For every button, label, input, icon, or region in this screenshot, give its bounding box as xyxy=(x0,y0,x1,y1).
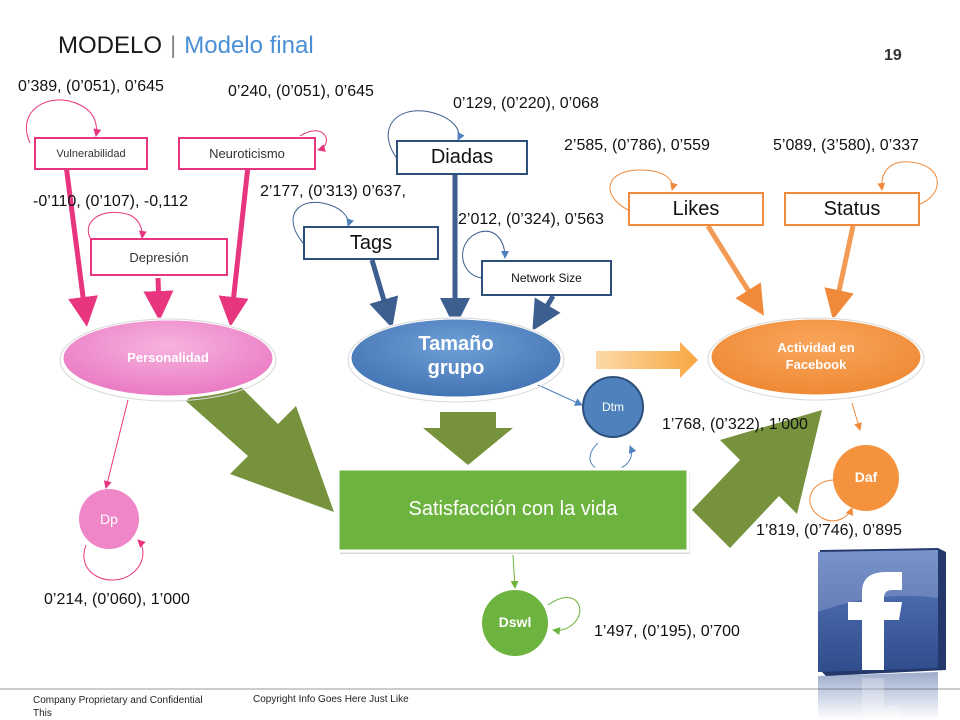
coef-dp: 0’214, (0’060), 1’000 xyxy=(44,591,190,608)
orange-arrow-tamano-actividad xyxy=(596,342,698,378)
loop-neuroticismo xyxy=(299,130,327,152)
vulnerabilidad-node: Vulnerabilidad xyxy=(34,137,148,170)
actividad-label-line1: Actividad en xyxy=(777,340,855,355)
arrow-status-actividad xyxy=(824,225,856,320)
coef-likes: 2’585, (0’786), 0’559 xyxy=(564,137,710,154)
coef-dswl: 1’497, (0’195), 0’700 xyxy=(594,623,740,640)
footer-copyright: Copyright Info Goes Here Just Like xyxy=(253,694,409,705)
coef-status: 5’089, (3’580), 0’337 xyxy=(773,137,919,154)
actividad-label-line2: Facebook xyxy=(785,357,847,372)
coef-daf: 1’819, (0’746), 0’895 xyxy=(756,522,902,539)
coef-tags: 2’177, (0’313) 0’637, xyxy=(260,183,406,200)
tamano-label: Tamaño grupo xyxy=(418,332,493,380)
loop-status xyxy=(877,161,938,206)
green-arrow-satisfaccion-actividad xyxy=(692,410,822,548)
diadas-node: Diadas xyxy=(396,140,528,175)
dp-label: Dp xyxy=(100,511,118,527)
coef-neuroticismo: 0’240, (0’051), 0’645 xyxy=(228,83,374,100)
daf-node xyxy=(833,445,899,511)
loop-network-size xyxy=(462,230,509,279)
depresion-node: Depresión xyxy=(90,238,228,276)
link-actividad-daf xyxy=(851,402,862,431)
tamano-label-line2: grupo xyxy=(427,357,485,379)
actividad-shadow xyxy=(707,317,925,401)
arrow-tags-tamano xyxy=(369,259,399,329)
coef-depresion: -0’110, (0’107), -0,112 xyxy=(33,193,189,210)
loop-depresion xyxy=(87,211,147,247)
dswl-node xyxy=(482,590,548,656)
loop-daf xyxy=(809,479,854,522)
page-number: 19 xyxy=(884,47,902,64)
facebook-logo-icon xyxy=(818,548,946,720)
loop-diadas xyxy=(387,110,465,161)
satisfaccion-node xyxy=(336,467,690,553)
neuroticismo-node: Neuroticismo xyxy=(178,137,316,170)
loop-likes xyxy=(609,169,678,211)
title-main: MODELO xyxy=(58,32,163,59)
arrow-neuroticismo-personalidad xyxy=(218,165,251,327)
arrow-vulnerabilidad-personalidad xyxy=(63,164,98,327)
tamano-label-line1: Tamaño xyxy=(418,333,494,355)
dswl-label: Dswl xyxy=(498,614,532,630)
loop-dp xyxy=(83,539,146,581)
dtm-node xyxy=(582,376,644,438)
satisfaccion-label: Satisfacción con la vida xyxy=(408,498,618,520)
slide-title: MODELO | Modelo final xyxy=(58,32,314,60)
link-satisfaccion-dswl xyxy=(510,554,519,589)
coef-diadas: 0’129, (0’220), 0’068 xyxy=(453,95,599,112)
link-personalidad-dp xyxy=(103,399,129,489)
arrow-depresion-personalidad xyxy=(143,277,174,321)
green-arrow-personalidad-satisfaccion xyxy=(186,368,334,512)
loop-vulnerabilidad xyxy=(25,99,102,144)
dp-node xyxy=(79,489,139,549)
dtm-label: Dtm xyxy=(602,400,624,414)
green-arrow-tamano-satisfaccion xyxy=(423,412,513,465)
footer-confidential: Company Proprietary and Confidential Thi… xyxy=(33,694,203,720)
daf-label: Daf xyxy=(854,469,878,485)
title-subtitle: Modelo final xyxy=(184,32,314,59)
network-size-node: Network Size xyxy=(481,260,612,296)
personalidad-label: Personalidad xyxy=(127,350,209,365)
actividad-label: Actividad en Facebook xyxy=(777,339,854,373)
tags-node: Tags xyxy=(303,226,439,260)
title-separator: | xyxy=(170,32,177,59)
coef-dtm: 1’768, (0’322), 1’000 xyxy=(662,416,808,433)
link-tamano-dtm xyxy=(535,383,583,406)
likes-node: Likes xyxy=(628,192,764,226)
arrow-likes-actividad xyxy=(705,224,764,316)
loop-tags xyxy=(292,201,355,244)
status-node: Status xyxy=(784,192,920,226)
arrow-network-tamano xyxy=(532,294,561,331)
personalidad-shadow xyxy=(59,318,277,402)
footer-confidential-line1: Company Proprietary and Confidential xyxy=(33,695,203,706)
coef-network-size: 2’012, (0’324), 0’563 xyxy=(458,211,604,228)
footer-confidential-line2: This xyxy=(33,708,52,719)
coef-vulnerabilidad: 0’389, (0’051), 0’645 xyxy=(18,78,164,95)
tamano-shadow xyxy=(347,317,565,403)
loop-dswl xyxy=(547,597,581,635)
